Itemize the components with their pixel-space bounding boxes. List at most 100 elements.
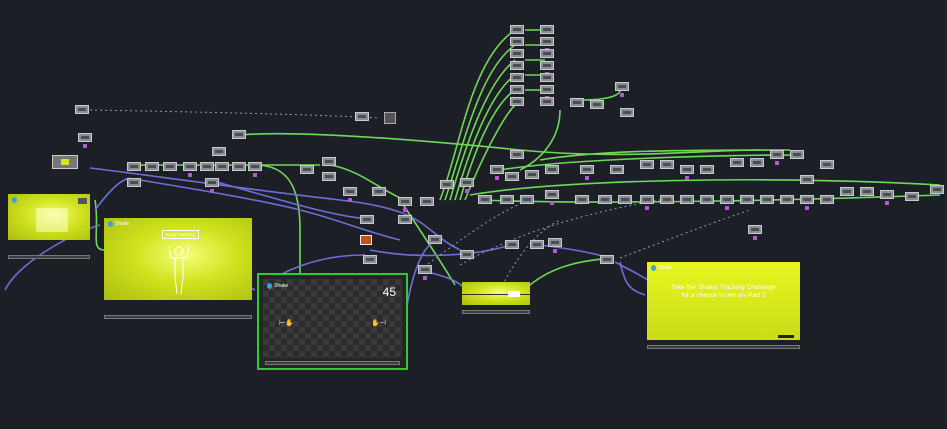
operator-node[interactable] (343, 187, 357, 196)
operator-node[interactable] (478, 195, 492, 204)
operator-node[interactable] (322, 157, 336, 166)
camera-node[interactable] (384, 112, 396, 124)
highlighted-node[interactable] (360, 235, 372, 245)
operator-node[interactable] (232, 130, 246, 139)
operator-node[interactable] (748, 225, 762, 234)
operator-node[interactable] (780, 195, 794, 204)
operator-node[interactable] (232, 162, 246, 171)
operator-node[interactable] (800, 195, 814, 204)
operator-node[interactable] (530, 240, 544, 249)
operator-node[interactable] (618, 195, 632, 204)
operator-node[interactable] (505, 172, 519, 181)
operator-node[interactable] (420, 197, 434, 206)
operator-node[interactable] (600, 255, 614, 264)
operator-node[interactable] (300, 165, 314, 174)
operator-node[interactable] (545, 190, 559, 199)
operator-node[interactable] (163, 162, 177, 171)
operator-node[interactable] (520, 195, 534, 204)
operator-node[interactable] (510, 97, 524, 106)
operator-node[interactable] (640, 160, 654, 169)
operator-node[interactable] (363, 255, 377, 264)
operator-node[interactable] (75, 105, 89, 114)
operator-node[interactable] (510, 61, 524, 70)
operator-node[interactable] (570, 98, 584, 107)
viewer-shake-title[interactable]: Shake Keep Tracking (104, 218, 252, 300)
operator-node[interactable] (212, 147, 226, 156)
operator-node[interactable] (590, 100, 604, 109)
operator-node[interactable] (620, 108, 634, 117)
operator-node[interactable] (322, 172, 336, 181)
operator-node[interactable] (360, 215, 374, 224)
operator-node[interactable] (598, 195, 612, 204)
operator-node[interactable] (660, 160, 674, 169)
operator-node[interactable] (740, 195, 754, 204)
viewer-intro-timeline[interactable] (8, 255, 90, 259)
operator-node[interactable] (800, 175, 814, 184)
operator-node[interactable] (720, 195, 734, 204)
operator-node[interactable] (525, 170, 539, 179)
operator-node[interactable] (460, 178, 474, 187)
operator-node[interactable] (510, 49, 524, 58)
operator-node[interactable] (540, 73, 554, 82)
operator-node[interactable] (660, 195, 674, 204)
viewer-challenge[interactable]: Shake Take the 'Shake' Tracking Challeng… (647, 262, 800, 340)
operator-node[interactable] (510, 25, 524, 34)
operator-node[interactable] (700, 165, 714, 174)
operator-node[interactable] (820, 195, 834, 204)
operator-node[interactable] (540, 85, 554, 94)
operator-node[interactable] (540, 97, 554, 106)
operator-node[interactable] (820, 160, 834, 169)
operator-node[interactable] (460, 250, 474, 259)
operator-node[interactable] (78, 133, 92, 142)
operator-node[interactable] (730, 158, 744, 167)
operator-node[interactable] (428, 235, 442, 244)
operator-node[interactable] (760, 195, 774, 204)
operator-node[interactable] (127, 178, 141, 187)
operator-node[interactable] (615, 82, 629, 91)
operator-node[interactable] (205, 178, 219, 187)
viewer-challenge-timeline[interactable] (647, 345, 800, 349)
viewer-waveform-timeline[interactable] (462, 310, 530, 314)
operator-node[interactable] (418, 265, 432, 274)
operator-node[interactable] (540, 61, 554, 70)
operator-node[interactable] (248, 162, 262, 171)
operator-node[interactable] (680, 195, 694, 204)
operator-node[interactable] (372, 187, 386, 196)
operator-node[interactable] (680, 165, 694, 174)
operator-node[interactable] (398, 197, 412, 206)
operator-node[interactable] (500, 195, 514, 204)
operator-node[interactable] (640, 195, 654, 204)
operator-node[interactable] (440, 180, 454, 189)
operator-node[interactable] (930, 185, 944, 194)
operator-node[interactable] (575, 195, 589, 204)
operator-node[interactable] (750, 158, 764, 167)
viewer-counter-timeline[interactable] (265, 361, 400, 365)
operator-node[interactable] (510, 37, 524, 46)
operator-node[interactable] (398, 215, 412, 224)
operator-node[interactable] (545, 165, 559, 174)
operator-node[interactable] (860, 187, 874, 196)
viewer-node[interactable] (52, 155, 78, 169)
operator-node[interactable] (540, 49, 554, 58)
operator-node[interactable] (540, 25, 554, 34)
viewer-intro[interactable] (8, 194, 90, 240)
operator-node[interactable] (145, 162, 159, 171)
viewer-waveform[interactable] (462, 282, 530, 305)
operator-node[interactable] (610, 165, 624, 174)
operator-node[interactable] (510, 73, 524, 82)
viewer-counter[interactable]: Shake 45 ⊢✋ ✋⊣ (257, 273, 408, 370)
operator-node[interactable] (355, 112, 369, 121)
operator-node[interactable] (580, 165, 594, 174)
operator-node[interactable] (510, 85, 524, 94)
operator-node[interactable] (183, 162, 197, 171)
operator-node[interactable] (510, 150, 524, 159)
operator-node[interactable] (127, 162, 141, 171)
operator-node[interactable] (540, 37, 554, 46)
viewer-shake-title-timeline[interactable] (104, 315, 252, 319)
operator-node[interactable] (880, 190, 894, 199)
operator-node[interactable] (905, 192, 919, 201)
operator-node[interactable] (200, 162, 214, 171)
operator-node[interactable] (548, 238, 562, 247)
operator-node[interactable] (770, 150, 784, 159)
operator-node[interactable] (490, 165, 504, 174)
